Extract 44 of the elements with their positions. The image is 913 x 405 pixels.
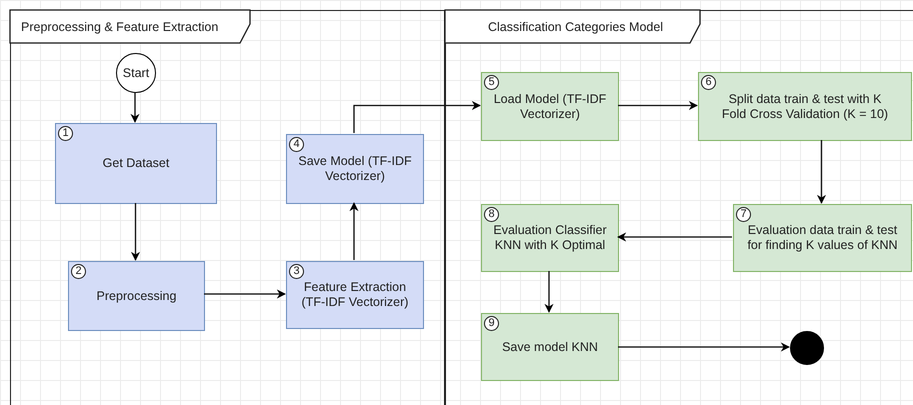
arrow: [130, 203, 140, 261]
step-label: Feature Extraction (TF-IDF Vectorizer): [300, 280, 410, 310]
arrow: [618, 100, 698, 110]
step-number: 2: [71, 264, 86, 279]
step-label: Evaluation Classifier KNN with K Optimal: [492, 223, 608, 253]
step-label: Save Model (TF-IDF Vectorizer): [297, 154, 413, 184]
step-label: Get Dataset: [102, 156, 170, 171]
process-box: [68, 261, 205, 331]
swimlane-panel: [10, 10, 445, 405]
arrow: [816, 140, 826, 204]
step-number: 3: [289, 264, 304, 279]
process-box: [481, 72, 619, 141]
process-box: [286, 134, 424, 204]
process-box: [481, 313, 619, 381]
process-box: [55, 123, 217, 204]
arrow: [204, 289, 286, 299]
step-number: 6: [701, 75, 716, 90]
arrow: [349, 202, 359, 260]
arrow: [130, 92, 140, 123]
step-number: 7: [736, 207, 751, 222]
swimlane-panel: [445, 10, 913, 405]
step-label: Save model KNN: [501, 340, 599, 354]
process-box: [481, 204, 619, 272]
step-number: 8: [484, 207, 499, 222]
arrow: [617, 232, 732, 242]
step-number: 1: [58, 126, 73, 141]
process-box: [286, 261, 424, 329]
process-box: [698, 72, 912, 141]
arrow: [618, 342, 790, 352]
step-number: 4: [289, 137, 304, 152]
start-circle: [116, 53, 156, 93]
lane-title: Classification Categories Model: [488, 20, 664, 34]
start-label: Start: [122, 66, 150, 80]
arrow: [544, 271, 554, 313]
step-label: Evaluation data train & test for finding K values of KNN: [746, 223, 899, 253]
process-box: [733, 204, 912, 272]
lane-title: Preprocessing & Feature Extraction: [21, 20, 218, 34]
step-label: Load Model (TF-IDF Vectorizer): [492, 92, 608, 122]
end-circle: [790, 331, 824, 365]
step-label: Split data train & test with K Fold Cross Validation (K = 10): [720, 92, 890, 122]
step-number: 5: [484, 75, 499, 90]
step-number: 9: [484, 316, 499, 331]
arrow: [353, 100, 481, 133]
step-label: Preprocessing: [96, 288, 178, 304]
